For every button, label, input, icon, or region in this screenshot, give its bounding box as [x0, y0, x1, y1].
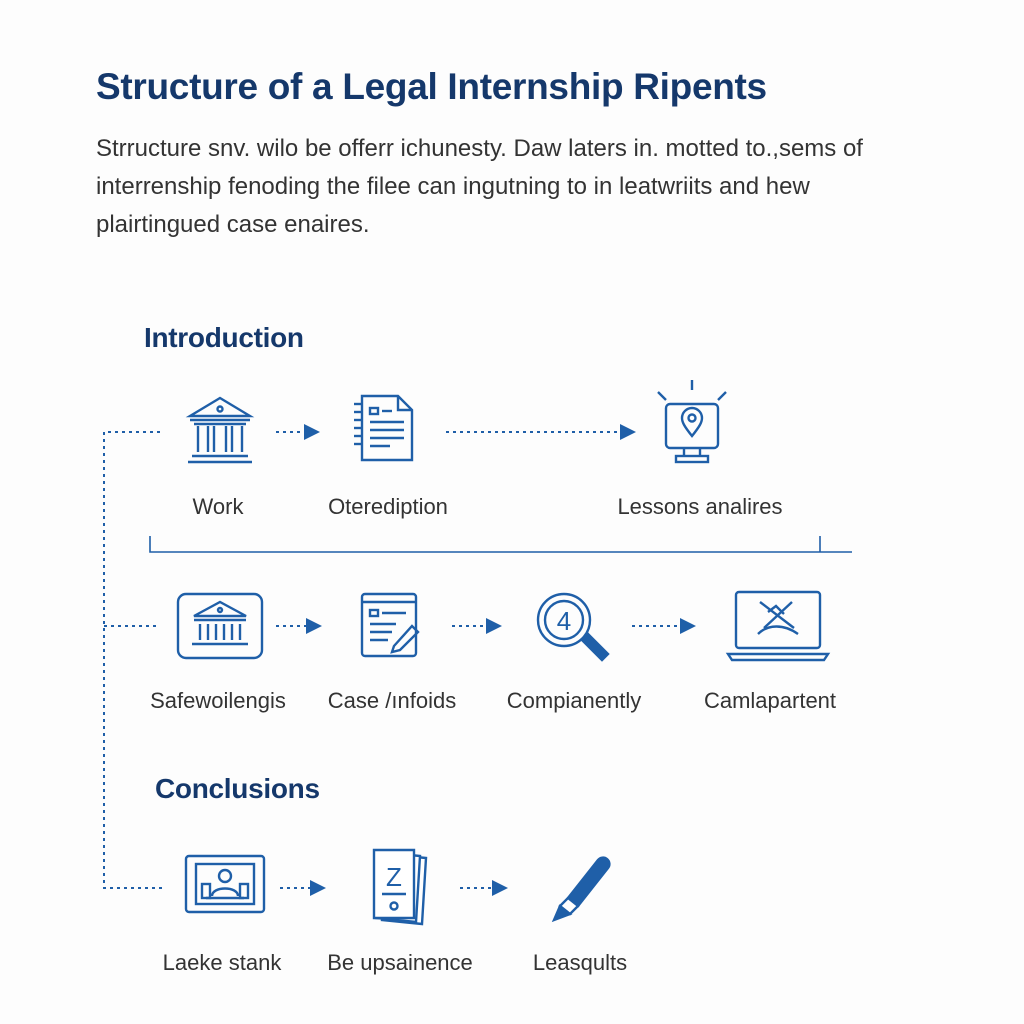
node-label: Laeke stank — [162, 950, 282, 975]
section-heading-conclusions: Conclusions — [155, 773, 320, 804]
notepad-pen-icon — [356, 588, 422, 665]
node-label: Work — [192, 494, 244, 519]
section-heading-introduction: Introduction — [144, 322, 304, 353]
card-stack-icon: Z — [366, 846, 440, 933]
magnifier-icon: 4 — [532, 588, 612, 673]
node-label: Be upsainence — [327, 950, 473, 975]
intro-paragraph: Strructure snv. wilo be offerr ichunesty… — [96, 135, 863, 238]
document-icon — [350, 392, 422, 469]
laptop-icon — [724, 588, 832, 669]
node-label: Leasqults — [532, 950, 628, 975]
node-label: Safewoilengis — [150, 688, 286, 713]
framed-courthouse-icon — [176, 592, 264, 665]
courthouse-icon — [184, 394, 256, 471]
location-screen-icon — [654, 378, 730, 473]
node-label: Compianently — [506, 688, 642, 713]
marker-pen-icon — [540, 850, 614, 929]
svg-text:4: 4 — [557, 606, 571, 636]
meeting-screen-icon — [184, 854, 266, 921]
page-title: Structure of a Legal Internship Ripents — [96, 66, 767, 107]
node-label: Lessons analires — [617, 494, 783, 519]
node-label: Oteredipt​ion — [328, 494, 448, 519]
svg-text:Z: Z — [386, 862, 402, 892]
node-label: Camlapartent — [703, 688, 837, 713]
node-label: Case /ınfoids — [327, 688, 457, 713]
